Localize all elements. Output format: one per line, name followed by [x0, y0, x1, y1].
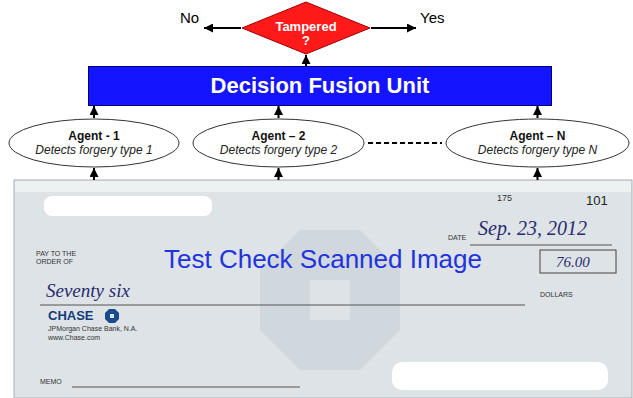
- flow-arrow: [93, 168, 95, 180]
- bank-logo-center: [110, 314, 114, 318]
- memo-line: [72, 387, 300, 388]
- node-subtitle: Detects forgery type N: [478, 143, 597, 157]
- agent-ellipse: Agent – 2Detects forgery type 2: [192, 118, 365, 168]
- amount-box: [540, 250, 616, 273]
- fusion-box: Decision Fusion Unit: [88, 66, 552, 106]
- check-watermark-center: [310, 280, 350, 320]
- diamond-shape: [242, 2, 370, 54]
- ellipse-shape: [446, 119, 629, 167]
- flow-arrow: [93, 106, 95, 118]
- node-title: Agent - 1: [68, 129, 119, 143]
- check-number: 101: [586, 193, 608, 209]
- agent-ellipse: Agent – NDetects forgery type N: [445, 118, 630, 168]
- ellipsis-dash: [368, 142, 442, 144]
- flow-arrow: [537, 168, 539, 180]
- field-caption: PAY TO THE ORDER OF: [36, 250, 82, 266]
- handwritten-date: Sep. 23, 2012: [478, 216, 587, 240]
- agent-ellipse: Agent - 1Detects forgery type 1: [8, 118, 180, 168]
- node-subtitle: Detects forgery type 2: [220, 143, 337, 157]
- bank-detail: JPMorgan Chase Bank, N.A.: [48, 325, 138, 333]
- redaction-box: [44, 196, 212, 216]
- field-caption: DOLLARS: [540, 291, 573, 299]
- node-title: Agent – 2: [251, 129, 305, 143]
- node-title: Tampered ?: [270, 20, 342, 48]
- node-title: Decision Fusion Unit: [211, 73, 430, 99]
- node-title: Agent – N: [509, 129, 565, 143]
- decision-outcome: Yes: [420, 9, 444, 27]
- field-caption: DATE: [448, 234, 466, 242]
- field-caption: MEMO: [40, 378, 62, 386]
- decision-outcome: No: [180, 9, 199, 27]
- flow-arrow: [278, 106, 280, 118]
- bank-name: CHASE: [48, 308, 94, 324]
- bank-detail: www.Chase.com: [48, 334, 100, 342]
- bank-logo: [105, 309, 119, 323]
- node-subtitle: Detects forgery type 1: [35, 143, 152, 157]
- handwritten-words: Seventy six: [46, 279, 130, 302]
- ellipse-shape: [193, 119, 364, 167]
- date-line: [470, 245, 612, 246]
- ellipse-shape: [9, 119, 179, 167]
- flow-arrow: [278, 168, 280, 180]
- dollars-line: [40, 305, 525, 306]
- outcome-arrow: [371, 27, 416, 29]
- check-top-band: [15, 181, 631, 192]
- handwritten-amount: 76.00: [556, 253, 590, 271]
- flow-arrow: [537, 106, 539, 118]
- check-paper: [14, 180, 632, 398]
- node-title: Test Check Scanned Image: [164, 244, 482, 275]
- outcome-arrow: [204, 27, 241, 29]
- check-number: 175: [497, 193, 512, 204]
- decision-diamond: Tampered ?: [241, 1, 371, 55]
- flow-arrow: [305, 55, 307, 66]
- redaction-box: [392, 362, 608, 390]
